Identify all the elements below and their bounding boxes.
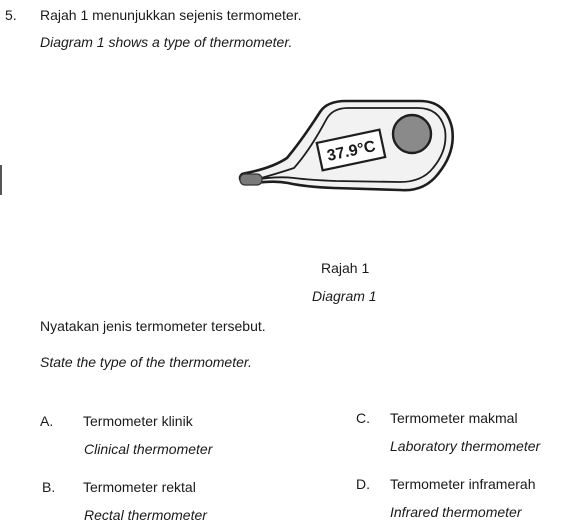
question-prompt-english: State the type of the thermometer. xyxy=(40,354,252,370)
figure-caption-english: Diagram 1 xyxy=(312,288,377,304)
figure-caption-malay: Rajah 1 xyxy=(321,260,370,276)
option-a-letter[interactable]: A. xyxy=(40,413,54,429)
option-d-malay[interactable]: Termometer inframerah xyxy=(390,476,536,492)
option-d-letter[interactable]: D. xyxy=(356,476,370,492)
option-c-letter[interactable]: C. xyxy=(356,410,370,426)
option-a-english[interactable]: Clinical thermometer xyxy=(84,441,213,457)
thermometer-display: 37.9°C xyxy=(315,128,387,172)
thermometer-button xyxy=(391,113,433,155)
option-b-english[interactable]: Rectal thermometer xyxy=(84,507,207,523)
option-d-english[interactable]: Infrared thermometer xyxy=(390,504,522,520)
display-screen xyxy=(315,128,387,172)
page-edge-mark xyxy=(0,165,2,195)
thermometer-figure: 37.9°C xyxy=(232,92,460,204)
option-a-malay[interactable]: Termometer klinik xyxy=(83,413,193,429)
question-stem-english: Diagram 1 shows a type of thermometer. xyxy=(40,34,293,50)
digital-thermometer-illustration: 37.9°C xyxy=(238,99,454,192)
option-c-malay[interactable]: Termometer makmal xyxy=(390,410,518,426)
option-c-english[interactable]: Laboratory thermometer xyxy=(390,438,541,454)
question-stem-malay: Rajah 1 menunjukkan sejenis termometer. xyxy=(40,7,302,23)
thermometer-probe-tip xyxy=(239,173,263,186)
thermometer-inner-outline xyxy=(253,107,447,183)
question-number: 5. xyxy=(5,7,17,23)
question-prompt-malay: Nyatakan jenis termometer tersebut. xyxy=(40,318,266,334)
option-b-letter[interactable]: B. xyxy=(42,479,56,495)
option-b-malay[interactable]: Termometer rektal xyxy=(83,479,196,495)
